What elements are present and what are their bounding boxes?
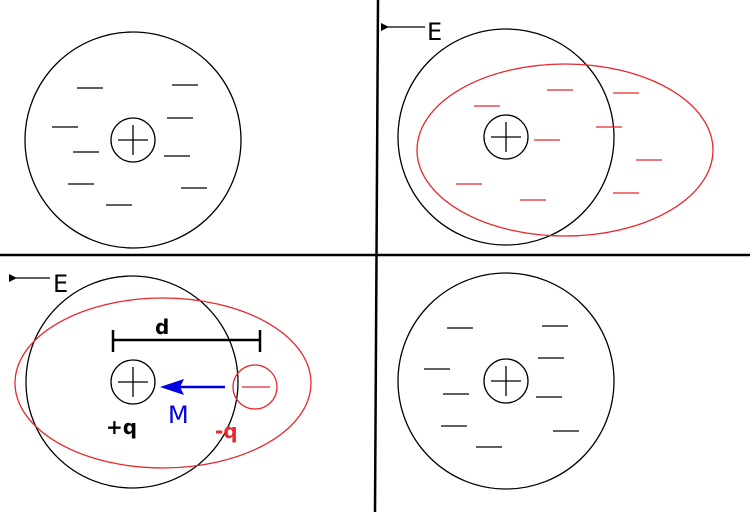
- dipole-model: [14, 275, 312, 489]
- vertical-divider: [373, 0, 380, 512]
- atom-polarized-top-right: [397, 28, 714, 246]
- electron-dashes: [52, 84, 207, 206]
- moment-label: M: [168, 401, 189, 429]
- nucleus: [483, 358, 529, 404]
- electron-dashes: [456, 89, 662, 201]
- plus-icon: [118, 125, 148, 155]
- negative-charge-circle: [232, 364, 278, 410]
- positive-charge-circle: [110, 359, 156, 405]
- electron-dashes: [424, 325, 579, 448]
- positive-charge-label: +q: [106, 415, 137, 439]
- distance-label: d: [155, 315, 169, 339]
- moment-arrowhead-icon: [160, 379, 184, 395]
- field-label-bottom: E: [53, 270, 68, 298]
- negative-charge-label: -q: [215, 419, 238, 443]
- plus-icon: [491, 366, 521, 396]
- distance-bar: [111, 330, 262, 352]
- electron-cloud: [14, 297, 312, 469]
- plus-icon: [491, 122, 521, 152]
- atom-neutral-top-left: [24, 31, 242, 249]
- electron-cloud: [416, 63, 714, 237]
- plus-icon: [118, 367, 148, 397]
- nucleus: [110, 117, 156, 163]
- atom-neutral-bottom-right: [397, 272, 615, 490]
- nucleus: [483, 114, 529, 160]
- field-label-top: E: [427, 18, 442, 46]
